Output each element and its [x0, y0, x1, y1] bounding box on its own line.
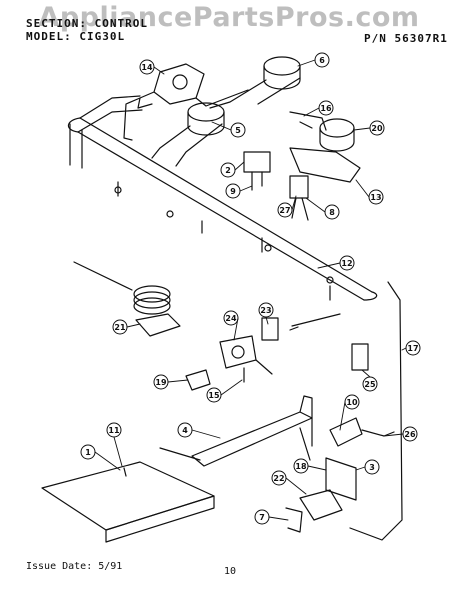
callout-25: 25 [362, 376, 378, 392]
callout-number: 6 [319, 56, 325, 65]
callout-number: 3 [369, 463, 375, 472]
callout-12: 12 [339, 255, 355, 271]
heat-shield [41, 461, 215, 543]
section-label: SECTION: CONTROL [26, 17, 148, 30]
oven-valve [185, 313, 341, 391]
thermostat-assembly [73, 261, 181, 337]
callout-3: 3 [364, 459, 380, 475]
gas-tube [349, 281, 403, 541]
callout-number: 12 [341, 259, 352, 268]
callout-13: 13 [368, 189, 384, 205]
callout-7: 7 [254, 509, 270, 525]
callout-number: 9 [230, 187, 236, 196]
callout-number: 13 [370, 193, 381, 202]
callout-number: 5 [235, 126, 241, 135]
callout-number: 16 [320, 104, 332, 113]
ignition-switches [243, 151, 309, 221]
manifold-pipe [67, 95, 378, 301]
callout-bubbles: 1 2 3 4 5 6 7 8 9 10 11 12 13 14 15 16 1… [80, 52, 421, 525]
callout-11: 11 [106, 422, 122, 438]
part-number: P/N 56307R1 [364, 32, 448, 45]
top-burner-valves [151, 56, 361, 183]
callout-number: 1 [85, 448, 91, 457]
issue-date: Issue Date: 5/91 [26, 561, 123, 572]
leader-lines [94, 59, 407, 521]
callout-1: 1 [80, 444, 96, 460]
callout-27: 27 [277, 202, 293, 218]
callout-17: 17 [405, 340, 421, 356]
callout-10: 10 [344, 394, 360, 410]
callout-number: 23 [260, 306, 271, 315]
callout-number: 11 [108, 426, 120, 435]
callout-19: 19 [153, 374, 169, 390]
relay-block [329, 343, 395, 447]
lower-valve-bracket [285, 457, 357, 533]
callout-number: 19 [155, 378, 167, 387]
callout-14: 14 [139, 59, 155, 75]
callout-23: 23 [258, 302, 274, 318]
callout-6: 6 [314, 52, 330, 68]
callout-number: 8 [329, 208, 335, 217]
callout-number: 20 [371, 124, 383, 133]
callout-number: 27 [279, 206, 290, 215]
callout-20: 20 [369, 120, 385, 136]
callout-5: 5 [230, 122, 246, 138]
callout-22: 22 [271, 470, 287, 486]
callout-number: 21 [114, 323, 126, 332]
callout-number: 24 [225, 314, 237, 323]
regulator-fitting [123, 63, 249, 141]
callout-15: 15 [206, 387, 222, 403]
callout-4: 4 [177, 422, 193, 438]
callout-number: 2 [225, 166, 231, 175]
callout-number: 26 [404, 430, 416, 439]
callout-number: 25 [364, 380, 376, 389]
model-label: MODEL: CIG30L [26, 30, 126, 43]
callout-number: 10 [346, 398, 358, 407]
watermark: AppliancePartsPros.com [38, 2, 420, 33]
callout-21: 21 [112, 319, 128, 335]
callout-number: 14 [141, 63, 153, 72]
burner-bar [159, 395, 313, 467]
callout-26: 26 [402, 426, 418, 442]
callout-number: 17 [407, 344, 418, 353]
callout-number: 15 [208, 391, 220, 400]
callout-18: 18 [293, 458, 309, 474]
callout-9: 9 [225, 183, 241, 199]
callout-24: 24 [223, 310, 239, 326]
callout-number: 18 [295, 462, 307, 471]
callout-number: 4 [182, 426, 188, 435]
callout-number: 22 [273, 474, 284, 483]
page-number: 10 [224, 566, 237, 577]
callout-16: 16 [318, 100, 334, 116]
callout-8: 8 [324, 204, 340, 220]
callout-2: 2 [220, 162, 236, 178]
callout-number: 7 [259, 513, 265, 522]
